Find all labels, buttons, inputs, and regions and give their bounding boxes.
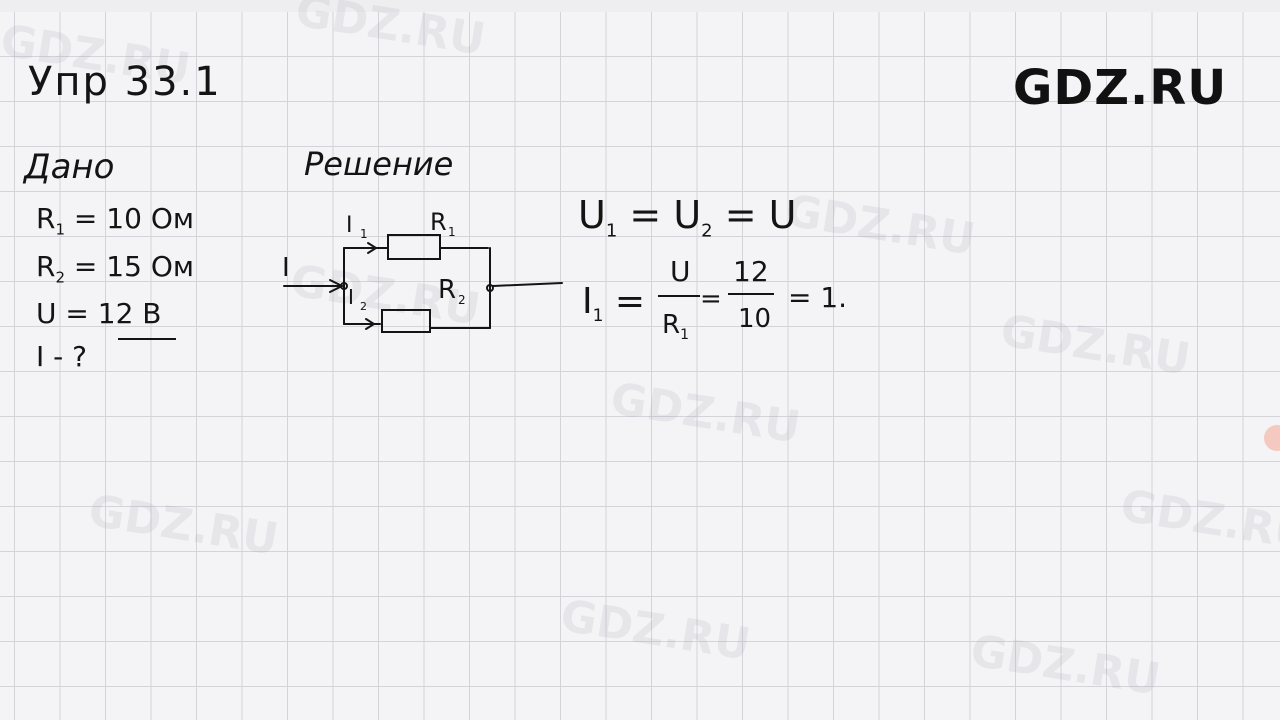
eq-sub: 2 — [701, 220, 713, 242]
given-value: - ? — [53, 340, 88, 373]
right-junction — [486, 284, 494, 292]
given-u: U = 12 В — [36, 300, 162, 333]
eq-lhs: I1 = — [582, 284, 645, 325]
given-r1: R1 = 10 Ом — [36, 205, 194, 238]
given-value: = 15 Ом — [73, 250, 194, 283]
label-i2: I — [348, 285, 354, 309]
eq-sub: 1 — [605, 220, 618, 242]
label-i1: I — [346, 213, 353, 238]
label-i2-sub: 2 — [360, 300, 367, 313]
eq-term: U — [673, 193, 702, 237]
label-r1-sub: 1 — [448, 225, 456, 239]
given-value: = 10 Ом — [73, 202, 194, 235]
resistor-r1 — [387, 234, 441, 260]
watermark: GDZ.RU — [557, 590, 754, 671]
watermark: GDZ.RU — [782, 185, 979, 266]
label-i1-sub: 1 — [360, 227, 368, 241]
given-sub: 1 — [55, 220, 66, 239]
eq-sign: = — [700, 284, 722, 314]
given-r2: R2 = 15 Ом — [36, 253, 194, 286]
frac1-denominator: R1 — [662, 312, 689, 342]
watermark: GDZ.RU — [607, 373, 804, 454]
eq-term: R — [662, 310, 681, 340]
main-wire-out — [492, 282, 563, 287]
given-label: U — [36, 297, 57, 330]
i2-arrow — [365, 318, 376, 330]
exercise-title: Упр 33.1 — [28, 59, 222, 105]
brand-logo: GDZ.RU — [1013, 60, 1228, 116]
frac2-denominator: 10 — [738, 304, 772, 334]
eq-term: U — [578, 193, 606, 237]
watermark: GDZ.RU — [85, 485, 282, 566]
eq-result: = 1. — [788, 281, 848, 314]
frac2-line — [728, 293, 774, 295]
watermark: GDZ.RU — [292, 0, 489, 66]
watermark: GDZ.RU — [967, 625, 1164, 706]
circuit-diagram: I I 1 I 2 R 1 R 2 — [282, 208, 563, 333]
frac1-line — [658, 295, 700, 297]
eq-sign: = — [629, 193, 662, 237]
top-strip — [0, 0, 1280, 12]
given-divider — [118, 338, 176, 340]
label-r2-sub: 2 — [458, 293, 466, 307]
eq-sub: 1 — [680, 327, 689, 344]
given-label: R — [36, 250, 56, 283]
watermark: GDZ.RU — [1117, 480, 1280, 561]
frac2-numerator: 12 — [733, 255, 769, 288]
i1-arrow — [367, 242, 378, 254]
given-value: = 12 В — [65, 297, 162, 330]
resistor-r2 — [381, 309, 431, 333]
label-r2: R — [438, 275, 456, 305]
label-i-main: I — [282, 253, 290, 283]
eq-term: = U — [724, 193, 797, 237]
given-unknown: I - ? — [36, 343, 87, 376]
equation-voltage: U1 = U2 = U — [578, 196, 796, 241]
frac1-numerator: U — [670, 255, 691, 288]
given-heading: Дано — [24, 147, 115, 187]
eq-term: I — [582, 281, 593, 322]
watermark: GDZ.RU — [997, 305, 1194, 386]
eq-sign: = — [614, 281, 646, 322]
given-label: I — [36, 340, 45, 373]
given-label: R — [36, 202, 56, 235]
label-r1: R — [430, 208, 447, 236]
given-sub: 2 — [55, 268, 66, 287]
edge-mark — [1264, 425, 1280, 451]
eq-sub: 1 — [592, 306, 604, 327]
solution-heading: Решение — [304, 145, 454, 183]
